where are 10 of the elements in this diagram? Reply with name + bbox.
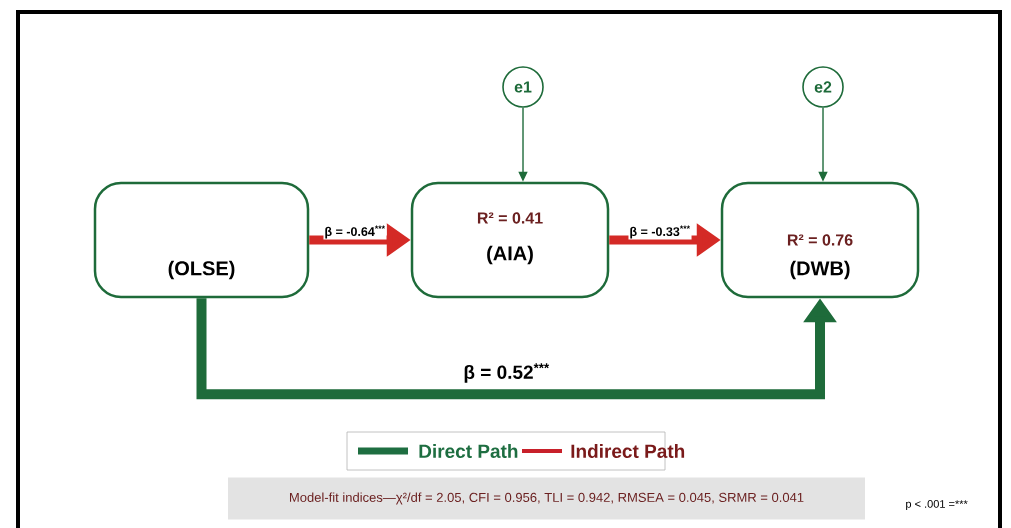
edge-label: β = -0.33$^{***}$	[628, 224, 692, 240]
fit-indices-note: Model-fit indices—χ²/df = 2.05, CFI = 0.956, TLI = 0.942, RMSEA = 0.045, SRMR = 0.041	[228, 477, 865, 520]
variable-box: R² = 0.76 (DWB)	[720, 181, 920, 299]
variable-box: R² = 0.41 (AIA)	[410, 181, 610, 299]
legend-label: Direct Path	[419, 444, 518, 458]
legend-label: Indirect Path	[571, 444, 685, 458]
variable-box: (OLSE)	[93, 181, 310, 299]
edge-label: β = 0.52$^{***}$	[462, 362, 551, 384]
significance-note: p < .001 =***	[906, 500, 968, 510]
edge-label: β = -0.64$^{***}$	[323, 224, 387, 240]
